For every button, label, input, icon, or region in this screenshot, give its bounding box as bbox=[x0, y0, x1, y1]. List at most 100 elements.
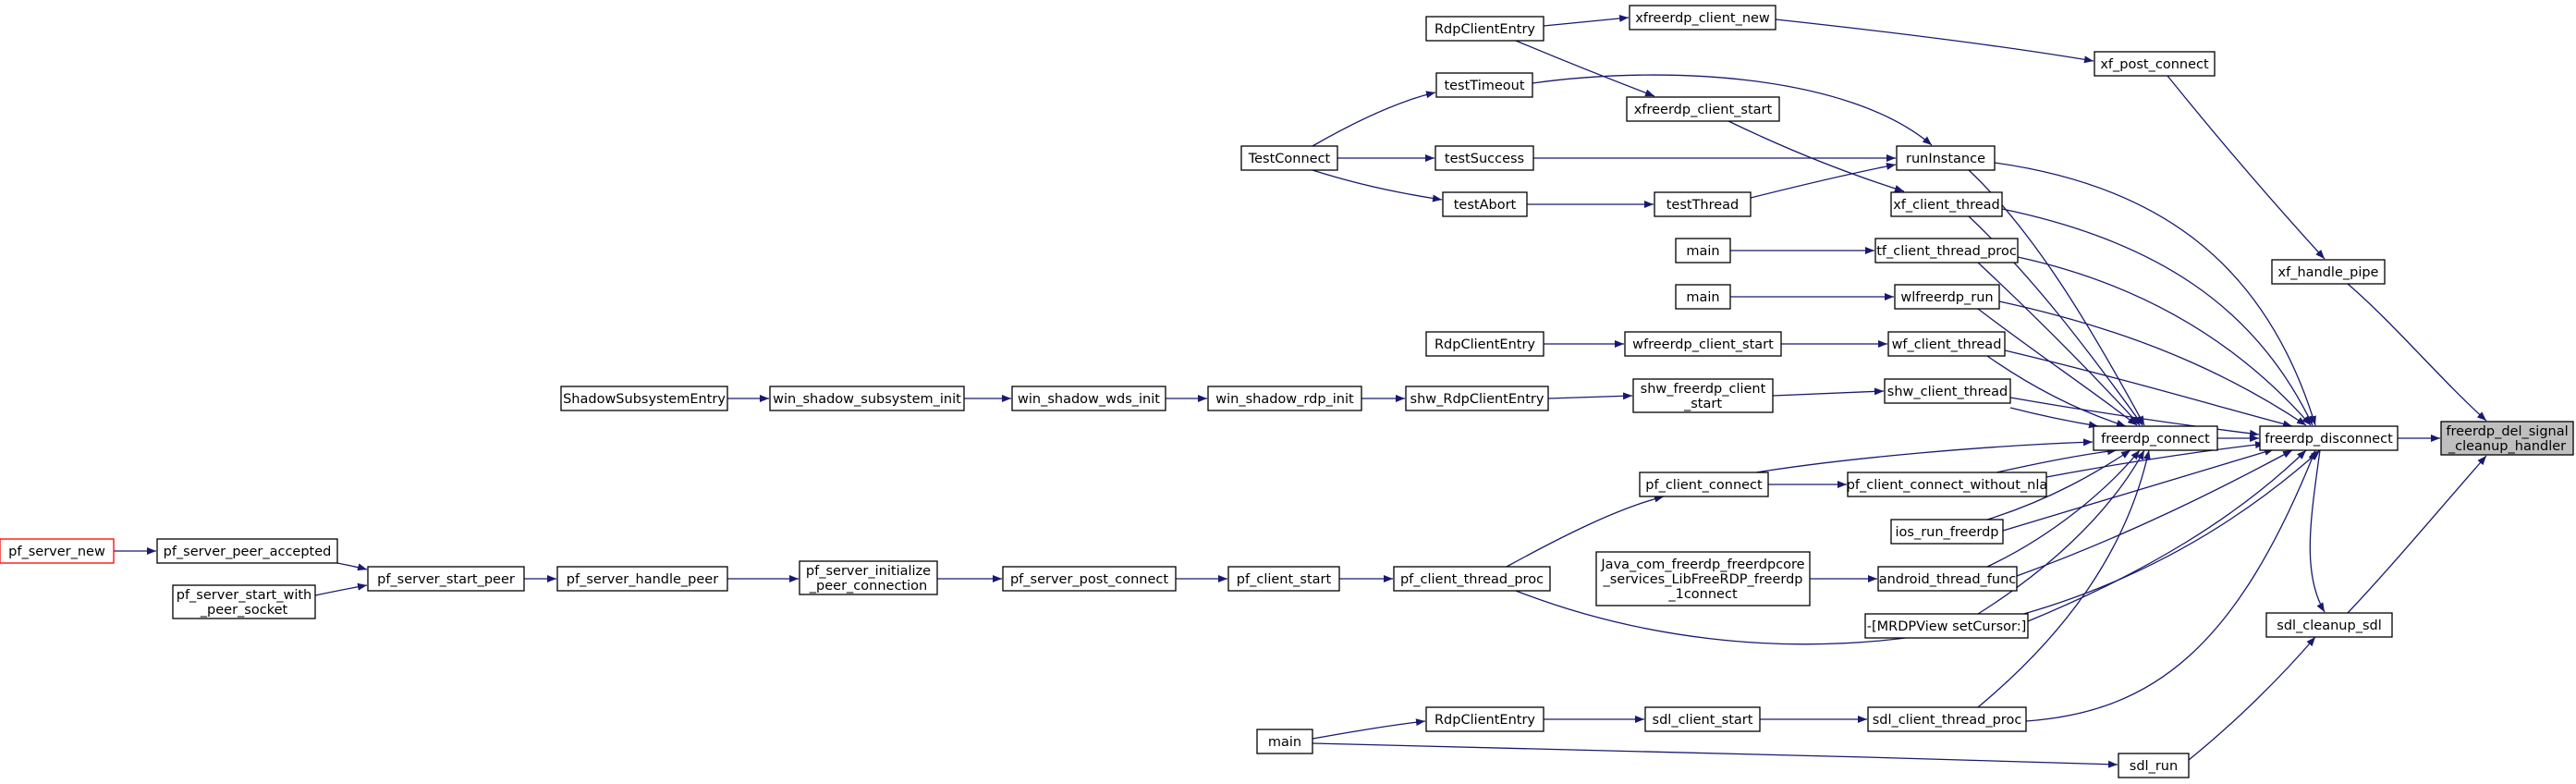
edge-sdl_cleanup_sdl-to-root bbox=[2347, 455, 2487, 614]
edge-wf_client_thread-to-connect bbox=[1986, 355, 2127, 427]
node-pf-server-handle-peer[interactable]: pf_server_handle_peer bbox=[556, 566, 728, 592]
edge-ios_run_freerdp-to-connect bbox=[1986, 449, 2131, 521]
node-win-shadow-subsystem-init[interactable]: win_shadow_subsystem_init bbox=[769, 386, 965, 411]
node-label: wlfreerdp_run bbox=[1900, 290, 1993, 305]
node-pf-client-connect-without-nla[interactable]: pf_client_connect_without_nla bbox=[1847, 472, 2048, 497]
node-pf-server-peer-accepted[interactable]: pf_server_peer_accepted bbox=[156, 538, 338, 564]
node-sdl-cleanup-sdl[interactable]: sdl_cleanup_sdl bbox=[2265, 612, 2393, 638]
node-box bbox=[1405, 386, 1549, 411]
node-shw-RdpClientEntry[interactable]: shw_RdpClientEntry bbox=[1405, 386, 1549, 411]
node-xf-handle-pipe[interactable]: xf_handle_pipe bbox=[2271, 259, 2386, 285]
edge-wlfreerdp_run-to-connect bbox=[1977, 308, 2138, 426]
node-label: testAbort bbox=[1454, 198, 1517, 213]
edge-pf_client_connect-to-connect bbox=[1755, 438, 2094, 473]
node-pf-client-thread-proc[interactable]: pf_client_thread_proc bbox=[1393, 566, 1551, 592]
node-win-shadow-wds-init[interactable]: win_shadow_wds_init bbox=[1011, 386, 1166, 411]
node-pf-server-initialize-peer-connection[interactable]: pf_server_initialize_peer_connection bbox=[799, 560, 938, 595]
node-rdp-entry-top[interactable]: RdpClientEntry bbox=[1425, 16, 1544, 42]
node-xfreerdp-client-start[interactable]: xfreerdp_client_start bbox=[1626, 96, 1780, 122]
node-pf-server-new[interactable]: pf_server_new bbox=[0, 538, 115, 564]
node-label: TestConnect bbox=[1248, 152, 1331, 166]
node-testAbort[interactable]: testAbort bbox=[1442, 191, 1528, 217]
node-label: win_shadow_wds_init bbox=[1018, 392, 1160, 407]
node-mrdpview[interactable]: -[MRDPView setCursor:] bbox=[1864, 613, 2029, 639]
edge-xf_client_thread-to-disconnect bbox=[2001, 208, 2314, 426]
node-label: android_thread_func bbox=[1879, 572, 2017, 587]
edge-line bbox=[1977, 449, 2145, 615]
node-connect[interactable]: freerdp_connect bbox=[2093, 425, 2218, 451]
node-main-wl[interactable]: main bbox=[1675, 284, 1731, 310]
edge-line bbox=[1998, 300, 2307, 426]
node-main-sdl[interactable]: main bbox=[1256, 729, 1313, 754]
node-label: wf_client_thread bbox=[1892, 337, 2002, 352]
edge-line bbox=[2025, 449, 2316, 722]
node-root[interactable]: freerdp_del_signal_cleanup_handler bbox=[2440, 421, 2574, 456]
node-box bbox=[1894, 284, 2000, 310]
node-box bbox=[1639, 472, 1769, 497]
call-nodes: freerdp_del_signal_cleanup_handler freerd… bbox=[0, 5, 2574, 778]
node-xf-post-connect[interactable]: xf_post_connect bbox=[2094, 51, 2216, 77]
edge-pf_client_connect_without_nla-to-disconnect bbox=[2045, 441, 2265, 478]
node-box bbox=[1867, 706, 2027, 732]
node-box bbox=[1864, 613, 2029, 639]
edge-sdl_client_thread_proc-to-disconnect bbox=[2025, 449, 2316, 722]
node-pf-client-start[interactable]: pf_client_start bbox=[1227, 566, 1340, 592]
node-xf-client-thread[interactable]: xf_client_thread bbox=[1890, 191, 2003, 217]
node-label: main bbox=[1268, 735, 1301, 750]
node-pf-server-start-peer[interactable]: pf_server_start_peer bbox=[367, 566, 525, 592]
node-box bbox=[769, 386, 965, 411]
node-box bbox=[1425, 706, 1544, 732]
node-android-thread-func[interactable]: android_thread_func bbox=[1877, 566, 2018, 592]
node-box bbox=[1890, 191, 2003, 217]
edge-line bbox=[2027, 449, 2307, 622]
node-testTimeout[interactable]: testTimeout bbox=[1435, 72, 1533, 98]
edge-rdp_entry_top-to-xfreerdp_client_start bbox=[1515, 40, 1655, 97]
node-disconnect[interactable]: freerdp_disconnect bbox=[2259, 425, 2399, 451]
node-sdl-client-thread-proc[interactable]: sdl_client_thread_proc bbox=[1867, 706, 2027, 732]
node-tf-client-thread-proc[interactable]: tf_client_thread_proc bbox=[1874, 238, 2019, 263]
edge-line bbox=[1986, 449, 2141, 568]
node-sdl-run[interactable]: sdl_run bbox=[2118, 753, 2190, 778]
node-label: pf_server_start_with bbox=[177, 588, 312, 603]
edge-line bbox=[1506, 495, 1665, 568]
node-shw-freerdp-client-start[interactable]: shw_freerdp_client_start bbox=[1632, 378, 1774, 413]
edge-line bbox=[1728, 120, 1905, 192]
node-label: pf_client_start bbox=[1237, 572, 1332, 587]
node-runInstance[interactable]: runInstance bbox=[1896, 145, 1996, 171]
node-sdl-client-start[interactable]: sdl_client_start bbox=[1644, 706, 1761, 732]
node-rdp-entry-wf[interactable]: RdpClientEntry bbox=[1425, 331, 1544, 357]
node-testThread[interactable]: testThread bbox=[1654, 191, 1752, 217]
node-TestConnect[interactable]: TestConnect bbox=[1240, 145, 1338, 171]
node-wlfreerdp-run[interactable]: wlfreerdp_run bbox=[1894, 284, 2000, 310]
node-pf-server-post-connect[interactable]: pf_server_post_connect bbox=[1002, 566, 1177, 592]
node-ios-run-freerdp[interactable]: ios_run_freerdp bbox=[1890, 519, 2004, 545]
node-box bbox=[2259, 425, 2399, 451]
node-wf-client-thread[interactable]: wf_client_thread bbox=[1887, 331, 2006, 357]
node-label: xfreerdp_client_start bbox=[1634, 103, 1773, 117]
edge-shw_client_thread-to-disconnect bbox=[2009, 397, 2260, 437]
node-main-tf[interactable]: main bbox=[1675, 238, 1731, 263]
node-pf-client-connect[interactable]: pf_client_connect bbox=[1639, 472, 1769, 497]
node-wfreerdp-client-start[interactable]: wfreerdp_client_start bbox=[1624, 331, 1782, 357]
node-shw-client-thread[interactable]: shw_client_thread bbox=[1884, 378, 2011, 404]
edge-line bbox=[2347, 455, 2487, 614]
node-xfreerdp-client-new[interactable]: xfreerdp_client_new bbox=[1629, 5, 1776, 31]
node-label: _peer_socket bbox=[200, 603, 288, 618]
node-testSuccess[interactable]: testSuccess bbox=[1435, 145, 1534, 171]
node-label: _start bbox=[1683, 397, 1722, 411]
edge-line bbox=[1543, 14, 1630, 27]
node-pf-server-start-with-peer-socket[interactable]: pf_server_start_with_peer_socket bbox=[172, 584, 316, 619]
edge-line bbox=[1312, 718, 1426, 740]
node-ShadowSubsystemEntry[interactable]: ShadowSubsystemEntry bbox=[560, 386, 728, 411]
node-label: testTimeout bbox=[1444, 79, 1524, 93]
node-rdp-entry-sdl[interactable]: RdpClientEntry bbox=[1425, 706, 1544, 732]
node-java-libfreerdp[interactable]: Java_com_freerdp_freerdpcore_services_Li… bbox=[1595, 551, 1811, 606]
node-box bbox=[1890, 519, 2004, 545]
edge-TestConnect-to-testAbort bbox=[1312, 169, 1443, 202]
edge-TestConnect-to-testTimeout bbox=[1312, 91, 1436, 147]
edge-testTimeout-to-runInstance bbox=[1532, 74, 1933, 146]
node-win-shadow-rdp-init[interactable]: win_shadow_rdp_init bbox=[1207, 386, 1362, 411]
node-label: sdl_run bbox=[2130, 759, 2178, 774]
node-box bbox=[367, 566, 525, 592]
